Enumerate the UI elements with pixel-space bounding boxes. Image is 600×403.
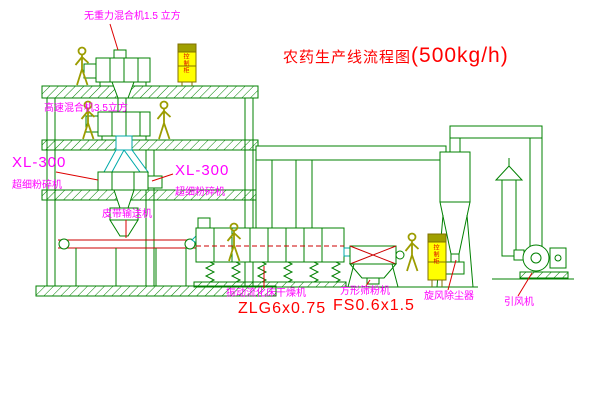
exhaust-stack — [494, 158, 525, 261]
paddle-mixer — [83, 49, 151, 113]
belt-conveyor — [58, 231, 207, 286]
crusher — [97, 171, 163, 237]
crusher-mid-model-label: XL-300 — [175, 162, 230, 179]
high-speed-mixer-label: 高速混合机3.5立方 — [44, 103, 128, 114]
sieve-name-label: 方形筛粉机 — [340, 286, 390, 297]
control-cabinet-right — [427, 233, 447, 287]
ground-lines — [346, 278, 574, 288]
spring-supports — [204, 261, 342, 283]
building-frame — [35, 85, 277, 297]
belt-conveyor-label: 皮带输送机 — [102, 209, 152, 220]
control-cabinet-top — [177, 43, 197, 86]
gravity-mixer-label: 无重力混合机1.5 立方 — [84, 11, 181, 22]
crusher-left-model-label: XL-300 — [12, 154, 67, 171]
square-sieve — [343, 245, 405, 288]
discharge-chutes — [103, 135, 149, 173]
dryer-name-label: 振动流化床干燥机 — [226, 288, 306, 299]
crusher-left-name-label: 超细粉碎机 — [12, 180, 62, 191]
control-cabinet-right-label: 控制柜 — [432, 244, 438, 265]
cyclone-label: 旋风除尘器 — [424, 291, 474, 302]
control-cabinet-top-label: 控制柜 — [182, 53, 188, 74]
diagram-title: 农药生产线流程图(500kg/h) — [283, 44, 509, 68]
fan-label: 引风机 — [504, 297, 534, 308]
leader-lines — [55, 23, 533, 297]
exhaust-ducting — [255, 125, 543, 247]
person-figure — [404, 232, 420, 272]
sieve-model-label: FS0.6x1.5 — [333, 297, 415, 314]
fluid-bed-dryer — [193, 217, 347, 288]
induced-draft-fan — [519, 244, 569, 279]
dryer-model-label: ZLG6x0.75 — [238, 300, 327, 317]
diagram-title-capacity: (500kg/h) — [411, 44, 509, 67]
crusher-mid-name-label: 超细粉碎机 — [175, 187, 225, 198]
person-figure — [156, 100, 172, 140]
diagram-title-text: 农药生产线流程图 — [283, 49, 412, 66]
